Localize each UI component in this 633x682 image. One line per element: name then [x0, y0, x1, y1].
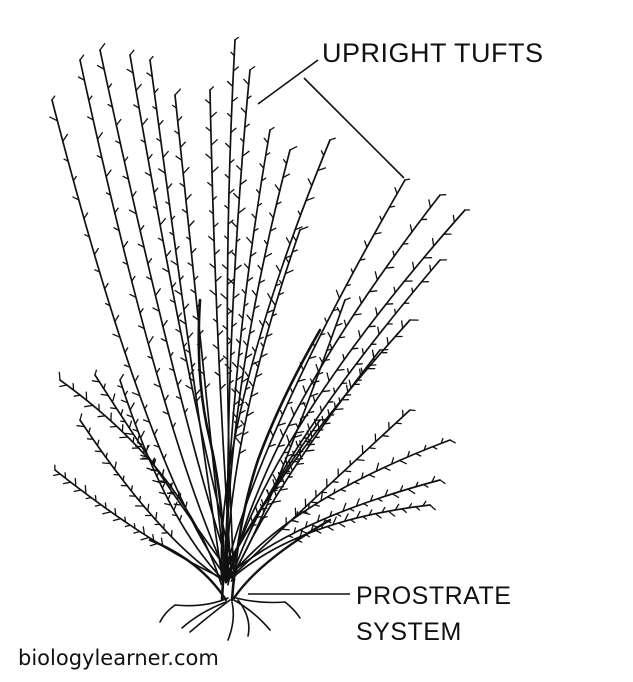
branchlets [224, 65, 256, 384]
prostrate-rhizoids [159, 597, 301, 641]
filament [79, 59, 228, 577]
filament [220, 319, 411, 580]
filament [230, 409, 411, 579]
branchlets [146, 55, 202, 396]
rhizoid [237, 599, 250, 637]
filament [99, 49, 233, 580]
branchlets [268, 178, 411, 448]
branchlets [52, 464, 164, 547]
rhizoid [189, 599, 231, 633]
rhizoid [227, 601, 235, 641]
branchlets [235, 226, 309, 455]
prostrate-label-line1: PROSTRATE [356, 582, 512, 610]
main-stalk [230, 328, 322, 602]
branchlets [231, 126, 275, 406]
prostrate-system-label: PROSTRATE SYSTEM [356, 578, 511, 650]
prostrate-label-line2: SYSTEM [356, 618, 462, 646]
filament [51, 99, 229, 581]
rhizoid [235, 597, 301, 619]
branchlets [281, 409, 416, 531]
watermark-text: biologylearner.com [18, 646, 219, 670]
branchlets [282, 209, 471, 454]
branchlets [287, 475, 446, 539]
filament [231, 259, 441, 576]
branchlets [290, 437, 456, 523]
rhizoid [181, 601, 227, 629]
branchlets [117, 373, 183, 522]
branchlets [76, 413, 173, 538]
upright-filaments [49, 36, 471, 602]
branchlets [77, 54, 176, 429]
filament [226, 299, 346, 582]
branchlets [232, 146, 298, 430]
main-stalk [232, 518, 332, 600]
branchlets [277, 194, 447, 448]
branchlets [126, 49, 201, 404]
branchlets [49, 95, 167, 460]
branchlets [271, 348, 389, 504]
pointer-line-left-tuft [257, 59, 319, 105]
pointer-line-right-tuft [303, 77, 405, 179]
rhizoid [159, 597, 229, 623]
main-stalk [197, 298, 225, 602]
branchlets [259, 297, 351, 520]
upright-tufts-label: UPRIGHT TUFTS [322, 38, 544, 68]
main-stalk [148, 538, 228, 602]
label-pointer-lines [248, 59, 405, 595]
branchlets [171, 88, 211, 389]
branchlets [249, 418, 330, 527]
filament [223, 129, 271, 577]
rhizoid [233, 599, 271, 631]
branchlets [204, 86, 226, 390]
branchlets [234, 137, 336, 438]
branchlets [96, 43, 189, 414]
